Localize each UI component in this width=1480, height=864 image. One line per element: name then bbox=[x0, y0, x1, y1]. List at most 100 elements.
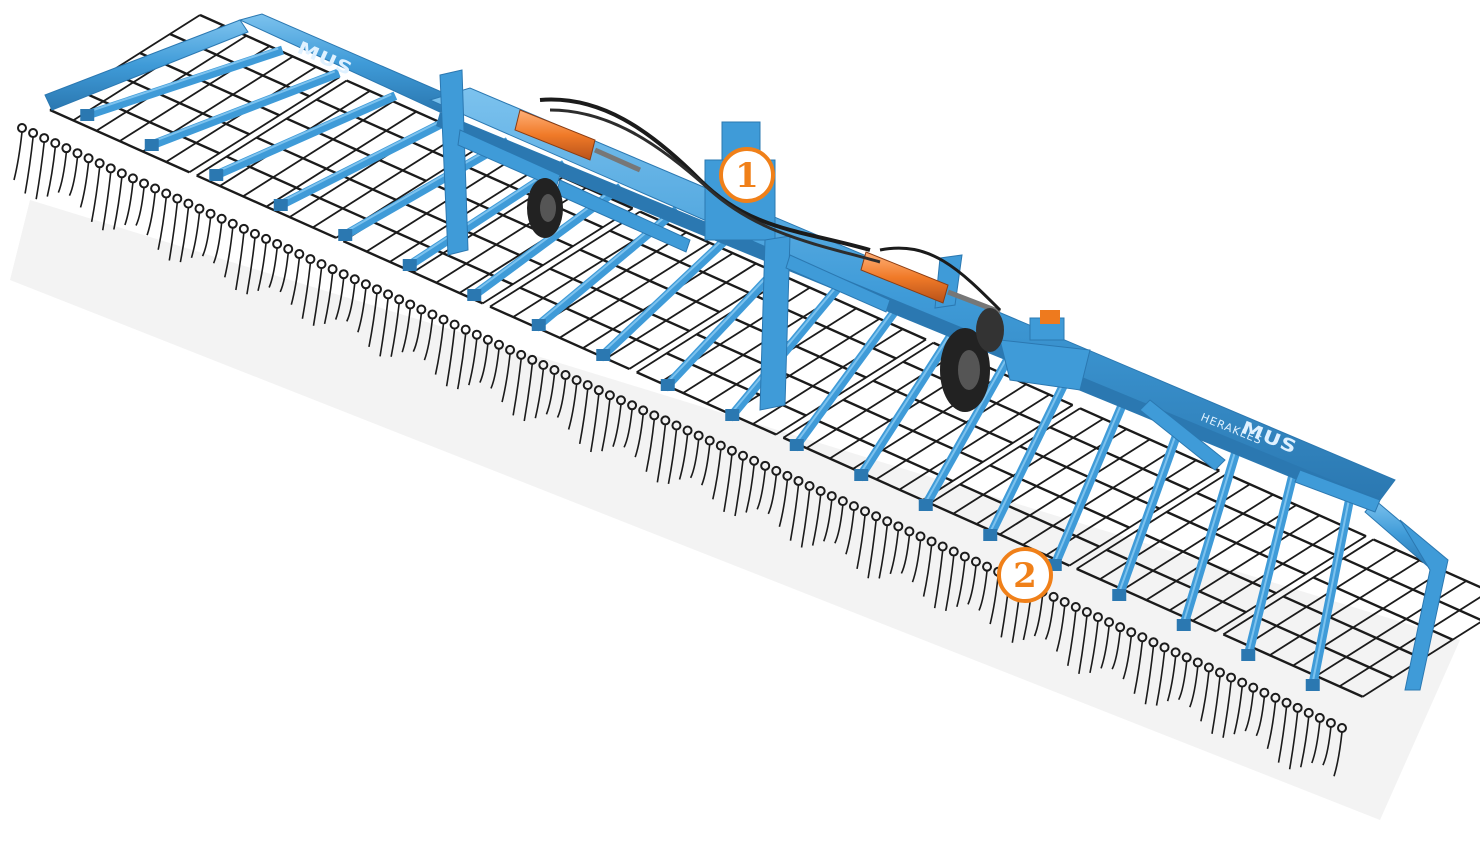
spring-tine bbox=[57, 152, 68, 193]
spring-tine bbox=[157, 197, 167, 250]
spring-tine-coil bbox=[371, 284, 382, 295]
arm-bracket bbox=[80, 109, 95, 121]
spring-tine bbox=[1078, 615, 1088, 675]
spring-tine bbox=[257, 242, 267, 292]
spring-tine bbox=[689, 439, 700, 479]
spring-tine bbox=[1255, 696, 1266, 737]
spring-tine-coil bbox=[460, 324, 471, 335]
spring-tine bbox=[190, 212, 201, 259]
spring-tine bbox=[1155, 651, 1166, 706]
support-arm bbox=[596, 229, 737, 362]
spring-tine bbox=[800, 489, 811, 548]
spring-tine bbox=[778, 479, 789, 527]
spring-tine-coil bbox=[61, 143, 72, 154]
spring-tine bbox=[312, 268, 323, 326]
arm-bracket bbox=[918, 499, 933, 511]
spring-tine bbox=[712, 449, 722, 500]
spring-tine bbox=[734, 459, 744, 517]
support-arm bbox=[855, 321, 963, 482]
spring-tine bbox=[445, 328, 456, 387]
spring-tine bbox=[756, 469, 766, 510]
arm-bracket bbox=[1241, 649, 1256, 661]
spring-tine bbox=[1166, 656, 1177, 702]
spring-tine bbox=[113, 177, 123, 230]
spring-tine-coil bbox=[305, 254, 316, 265]
spring-tine-coil bbox=[127, 173, 138, 184]
spring-tine bbox=[1189, 666, 1199, 708]
support-arm bbox=[339, 137, 511, 242]
spring-tine bbox=[534, 368, 545, 419]
spring-tine bbox=[567, 384, 578, 430]
spring-tine bbox=[1089, 620, 1099, 674]
wheel-left bbox=[527, 178, 563, 238]
spring-tine bbox=[423, 318, 434, 361]
spring-tine bbox=[767, 474, 778, 515]
spring-tine-coil bbox=[161, 188, 172, 199]
spring-tine bbox=[223, 227, 234, 278]
support-arm bbox=[145, 68, 341, 151]
spring-tine bbox=[623, 409, 633, 448]
spring-tine-coil bbox=[116, 168, 127, 179]
spring-tine bbox=[279, 252, 290, 293]
spring-tine bbox=[933, 550, 944, 609]
spring-tine bbox=[468, 338, 478, 386]
main-frame bbox=[44, 13, 1449, 691]
spring-tine bbox=[323, 273, 334, 325]
support-arm bbox=[1113, 413, 1189, 601]
spring-tine-coil bbox=[17, 123, 27, 133]
spring-tine-coil bbox=[50, 138, 61, 149]
spring-tine-coil bbox=[327, 264, 338, 275]
spring-tine bbox=[24, 136, 34, 194]
spring-tine bbox=[301, 263, 312, 319]
spring-tine bbox=[1277, 706, 1288, 763]
spring-tine bbox=[1177, 661, 1188, 701]
spring-tine-coil bbox=[183, 198, 194, 209]
spring-tine bbox=[479, 343, 489, 383]
circled-number-2: 2 bbox=[1013, 556, 1037, 596]
spring-tine-coil bbox=[249, 228, 260, 239]
tine-rows bbox=[13, 123, 1347, 777]
spring-tine-coil bbox=[105, 163, 116, 174]
spring-tine bbox=[612, 404, 622, 447]
support-arm bbox=[725, 275, 850, 422]
callout-marker-2: 2 bbox=[997, 547, 1053, 603]
arm-bracket bbox=[725, 409, 740, 421]
spring-tine bbox=[1055, 605, 1066, 652]
spring-tine bbox=[911, 540, 922, 583]
spring-tine bbox=[590, 394, 600, 453]
support-arm bbox=[274, 114, 454, 212]
spring-tine bbox=[1111, 631, 1121, 670]
spring-tine bbox=[501, 353, 511, 403]
spring-tine bbox=[90, 167, 101, 223]
arm-bracket bbox=[209, 169, 224, 181]
spring-tine bbox=[135, 187, 145, 226]
spring-tine bbox=[1033, 595, 1044, 637]
spring-tine bbox=[334, 278, 345, 320]
arm-bracket bbox=[144, 139, 159, 151]
arm-bracket bbox=[1112, 589, 1127, 601]
spring-tine bbox=[1222, 681, 1232, 738]
spring-tine bbox=[490, 348, 500, 389]
spring-tine-coil bbox=[83, 153, 94, 164]
spring-tine bbox=[922, 545, 933, 597]
spring-tine bbox=[700, 444, 711, 486]
spring-tine-coil bbox=[216, 213, 227, 224]
spring-tine bbox=[201, 217, 212, 257]
spring-tine bbox=[456, 333, 467, 390]
support-arm bbox=[81, 45, 284, 121]
spring-tine-coil bbox=[427, 309, 438, 320]
spring-tine bbox=[79, 162, 90, 208]
spring-tine bbox=[723, 454, 733, 513]
spring-tine bbox=[789, 484, 800, 541]
arm-bracket bbox=[338, 229, 353, 241]
spring-tine bbox=[601, 399, 611, 452]
spring-tine bbox=[900, 535, 911, 574]
spring-tine-coil bbox=[416, 304, 427, 315]
spring-tine bbox=[434, 323, 445, 375]
spring-tine bbox=[390, 303, 400, 357]
spring-tine bbox=[523, 363, 534, 422]
spring-tine bbox=[512, 358, 522, 416]
spring-tine-coil bbox=[860, 506, 871, 517]
spring-tine-coil bbox=[28, 128, 39, 139]
